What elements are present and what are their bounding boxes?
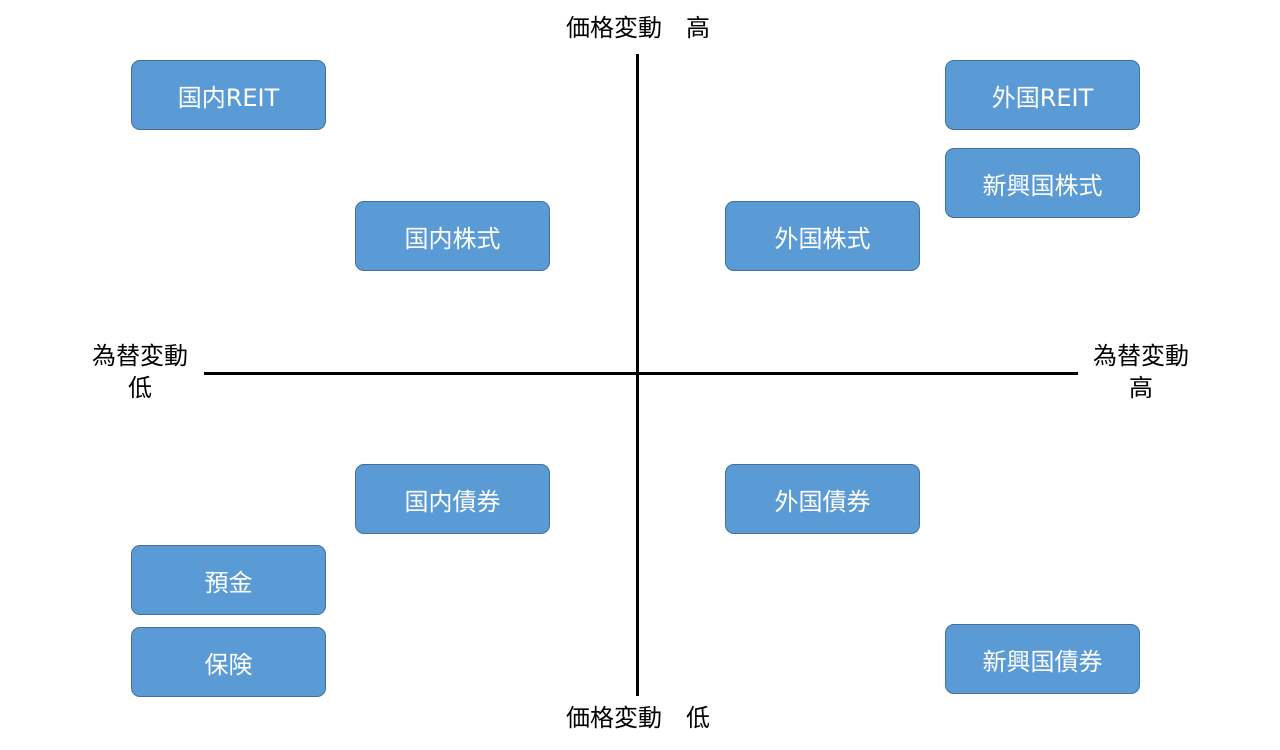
horizontal-axis-line (204, 372, 1078, 375)
vertical-axis-line (636, 54, 639, 696)
axis-label-right-line1: 為替変動 (1093, 342, 1189, 370)
axis-label-top: 価格変動 高 (566, 14, 710, 42)
asset-box-foreign-stocks: 外国株式 (725, 201, 920, 271)
axis-label-left: 為替変動 低 (80, 340, 200, 404)
asset-box-insurance: 保険 (131, 627, 326, 697)
asset-box-foreign-bonds: 外国債券 (725, 464, 920, 534)
asset-box-domestic-bonds: 国内債券 (355, 464, 550, 534)
axis-label-left-line1: 為替変動 (92, 342, 188, 370)
axis-label-right-line2: 高 (1129, 374, 1153, 402)
asset-box-deposits: 預金 (131, 545, 326, 615)
asset-box-emerging-bonds: 新興国債券 (945, 624, 1140, 694)
asset-box-domestic-reit: 国内REIT (131, 60, 326, 130)
axis-label-right: 為替変動 高 (1080, 340, 1202, 404)
asset-box-domestic-stocks: 国内株式 (355, 201, 550, 271)
asset-box-foreign-reit: 外国REIT (945, 60, 1140, 130)
asset-box-emerging-stocks: 新興国株式 (945, 148, 1140, 218)
axis-label-left-line2: 低 (128, 374, 152, 402)
axis-label-bottom: 価格変動 低 (566, 704, 710, 732)
